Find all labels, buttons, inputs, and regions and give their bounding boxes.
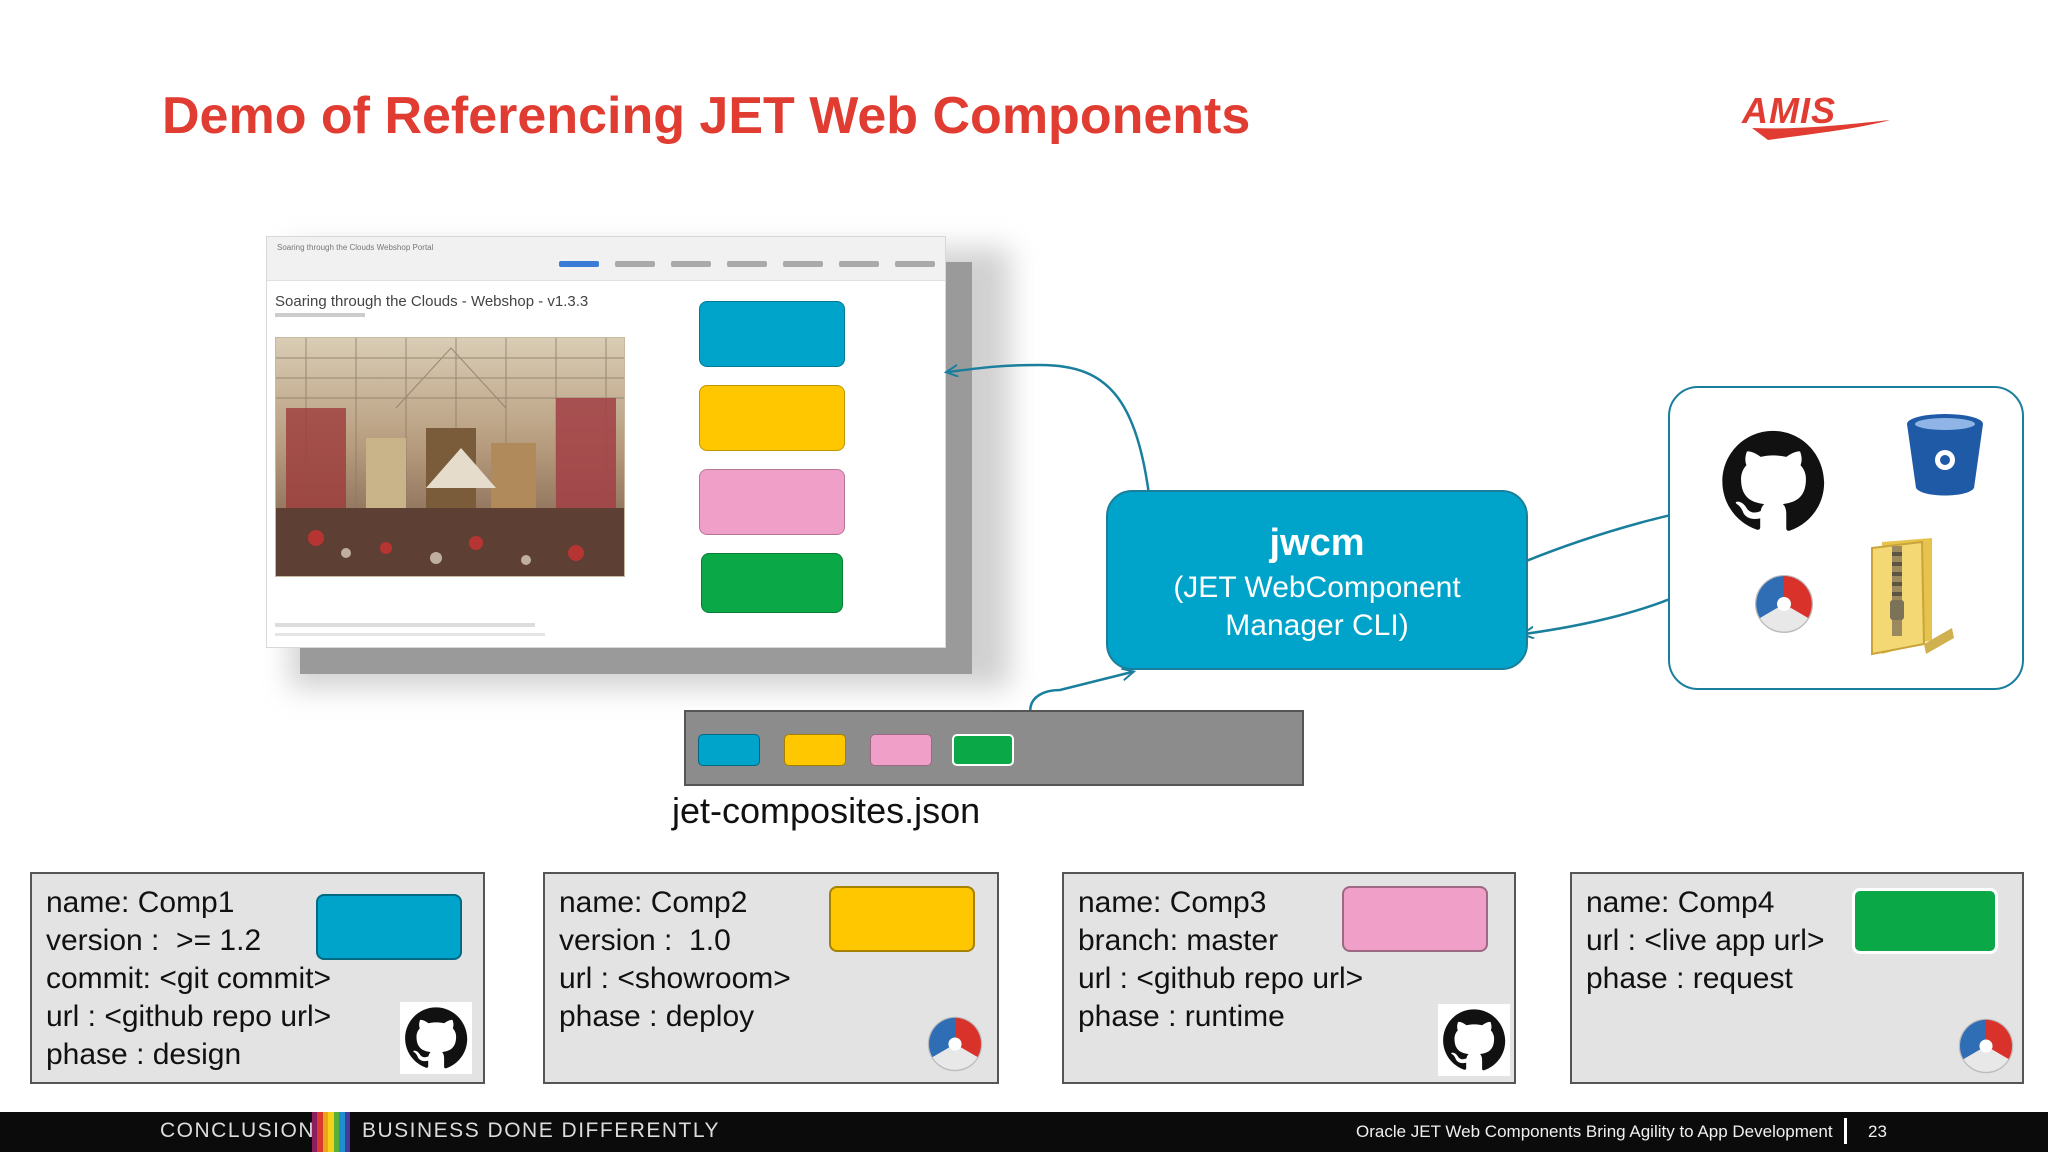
jwcm-description-line1: (JET WebComponent (1173, 571, 1461, 604)
crystal-palace-picture (275, 337, 625, 577)
jet-composites-label: jet-composites.json (672, 790, 981, 831)
github-icon (1714, 422, 1832, 540)
webshop-heading: Soaring through the Clouds - Webshop - v… (275, 293, 589, 310)
webshop-component-comp1 (699, 301, 845, 367)
webshop-subheading (275, 313, 365, 317)
footer-page-number: 23 (1868, 1122, 1887, 1141)
card-line: phase : runtime (1078, 1000, 1285, 1033)
oracle-cloud-icon (1752, 572, 1816, 636)
component-card-comp3: name: Comp3 branch: master url : <github… (1062, 872, 1516, 1084)
oracle-cloud-icon (925, 1014, 985, 1074)
jet-composites-bar (684, 710, 1304, 786)
component-card-comp4: name: Comp4 url : <live app url> phase :… (1570, 872, 2024, 1084)
card-line: name: Comp1 (46, 886, 235, 919)
card-details: name: Comp3 branch: master url : <github… (1078, 884, 1363, 1036)
card-color-chip (1342, 886, 1488, 952)
webshop-component-comp2 (699, 385, 845, 451)
logo-swoosh-icon (1752, 120, 1890, 140)
webshop-footer-line (275, 633, 545, 636)
card-line: version : 1.0 (559, 924, 731, 957)
webshop-component-comp3 (699, 469, 845, 535)
github-icon (400, 1002, 472, 1074)
slide-footer: CONCLUSION BUSINESS DONE DIFFERENTLY Ora… (0, 1112, 2048, 1152)
card-details: name: Comp4 url : <live app url> phase :… (1586, 884, 1824, 998)
webshop-component-comp4 (701, 553, 843, 613)
footer-separator (1844, 1118, 1847, 1144)
card-color-chip (829, 886, 975, 952)
card-line: url : <live app url> (1586, 924, 1825, 957)
composite-chip-comp4 (952, 734, 1014, 766)
component-card-comp1: name: Comp1 version : >= 1.2 commit: <gi… (30, 872, 485, 1084)
logo-text: AMIS (1742, 90, 1836, 131)
card-line: name: Comp3 (1078, 886, 1267, 919)
bitbucket-icon (1902, 410, 1988, 500)
card-line: phase : deploy (559, 1000, 755, 1033)
card-line: name: Comp2 (559, 886, 748, 919)
jwcm-name: jwcm (1269, 522, 1365, 564)
composite-chip-comp1 (698, 734, 760, 766)
webshop-footer (275, 623, 535, 627)
card-details: name: Comp2 version : 1.0 url : <showroo… (559, 884, 791, 1036)
card-line: branch: master (1078, 924, 1279, 957)
card-line: name: Comp4 (1586, 886, 1775, 919)
amis-logo: AMIS (1742, 90, 1892, 150)
jwcm-description-line2: Manager CLI) (1225, 609, 1409, 642)
webshop-nav (559, 261, 935, 267)
oracle-cloud-icon (1956, 1016, 2016, 1076)
component-card-comp2: name: Comp2 version : 1.0 url : <showroo… (543, 872, 999, 1084)
card-line: url : <github repo url> (1078, 962, 1364, 995)
footer-section: CONCLUSION (160, 1119, 316, 1142)
footer-color-stripes (312, 1112, 350, 1152)
card-line: version : >= 1.2 (46, 924, 262, 957)
composite-chip-comp2 (784, 734, 846, 766)
arrow-jwcm-to-app (948, 363, 1154, 521)
card-details: name: Comp1 version : >= 1.2 commit: <gi… (46, 884, 331, 1074)
card-line: phase : design (46, 1038, 242, 1071)
webshop-screenshot: Soaring through the Clouds Webshop Porta… (266, 236, 946, 648)
card-line: url : <showroom> (559, 962, 791, 995)
card-line: url : <github repo url> (46, 1000, 332, 1033)
card-color-chip (316, 894, 462, 960)
webshop-header: Soaring through the Clouds Webshop Porta… (267, 237, 945, 281)
webshop-window-title: Soaring through the Clouds Webshop Porta… (277, 243, 434, 252)
slide-title: Demo of Referencing JET Web Components (162, 87, 1251, 145)
composite-chip-comp3 (870, 734, 932, 766)
jwcm-box: jwcm (JET WebComponent Manager CLI) (1106, 490, 1528, 670)
github-icon (1438, 1004, 1510, 1076)
card-line: commit: <git commit> (46, 962, 332, 995)
card-color-chip (1852, 888, 1998, 954)
footer-tagline: BUSINESS DONE DIFFERENTLY (362, 1119, 720, 1142)
zip-folder-icon (1862, 534, 1958, 658)
card-line: phase : request (1586, 962, 1793, 995)
footer-presentation-title: Oracle JET Web Components Bring Agility … (1356, 1122, 1833, 1141)
arrow-sources-to-jwcm (1524, 588, 1691, 634)
